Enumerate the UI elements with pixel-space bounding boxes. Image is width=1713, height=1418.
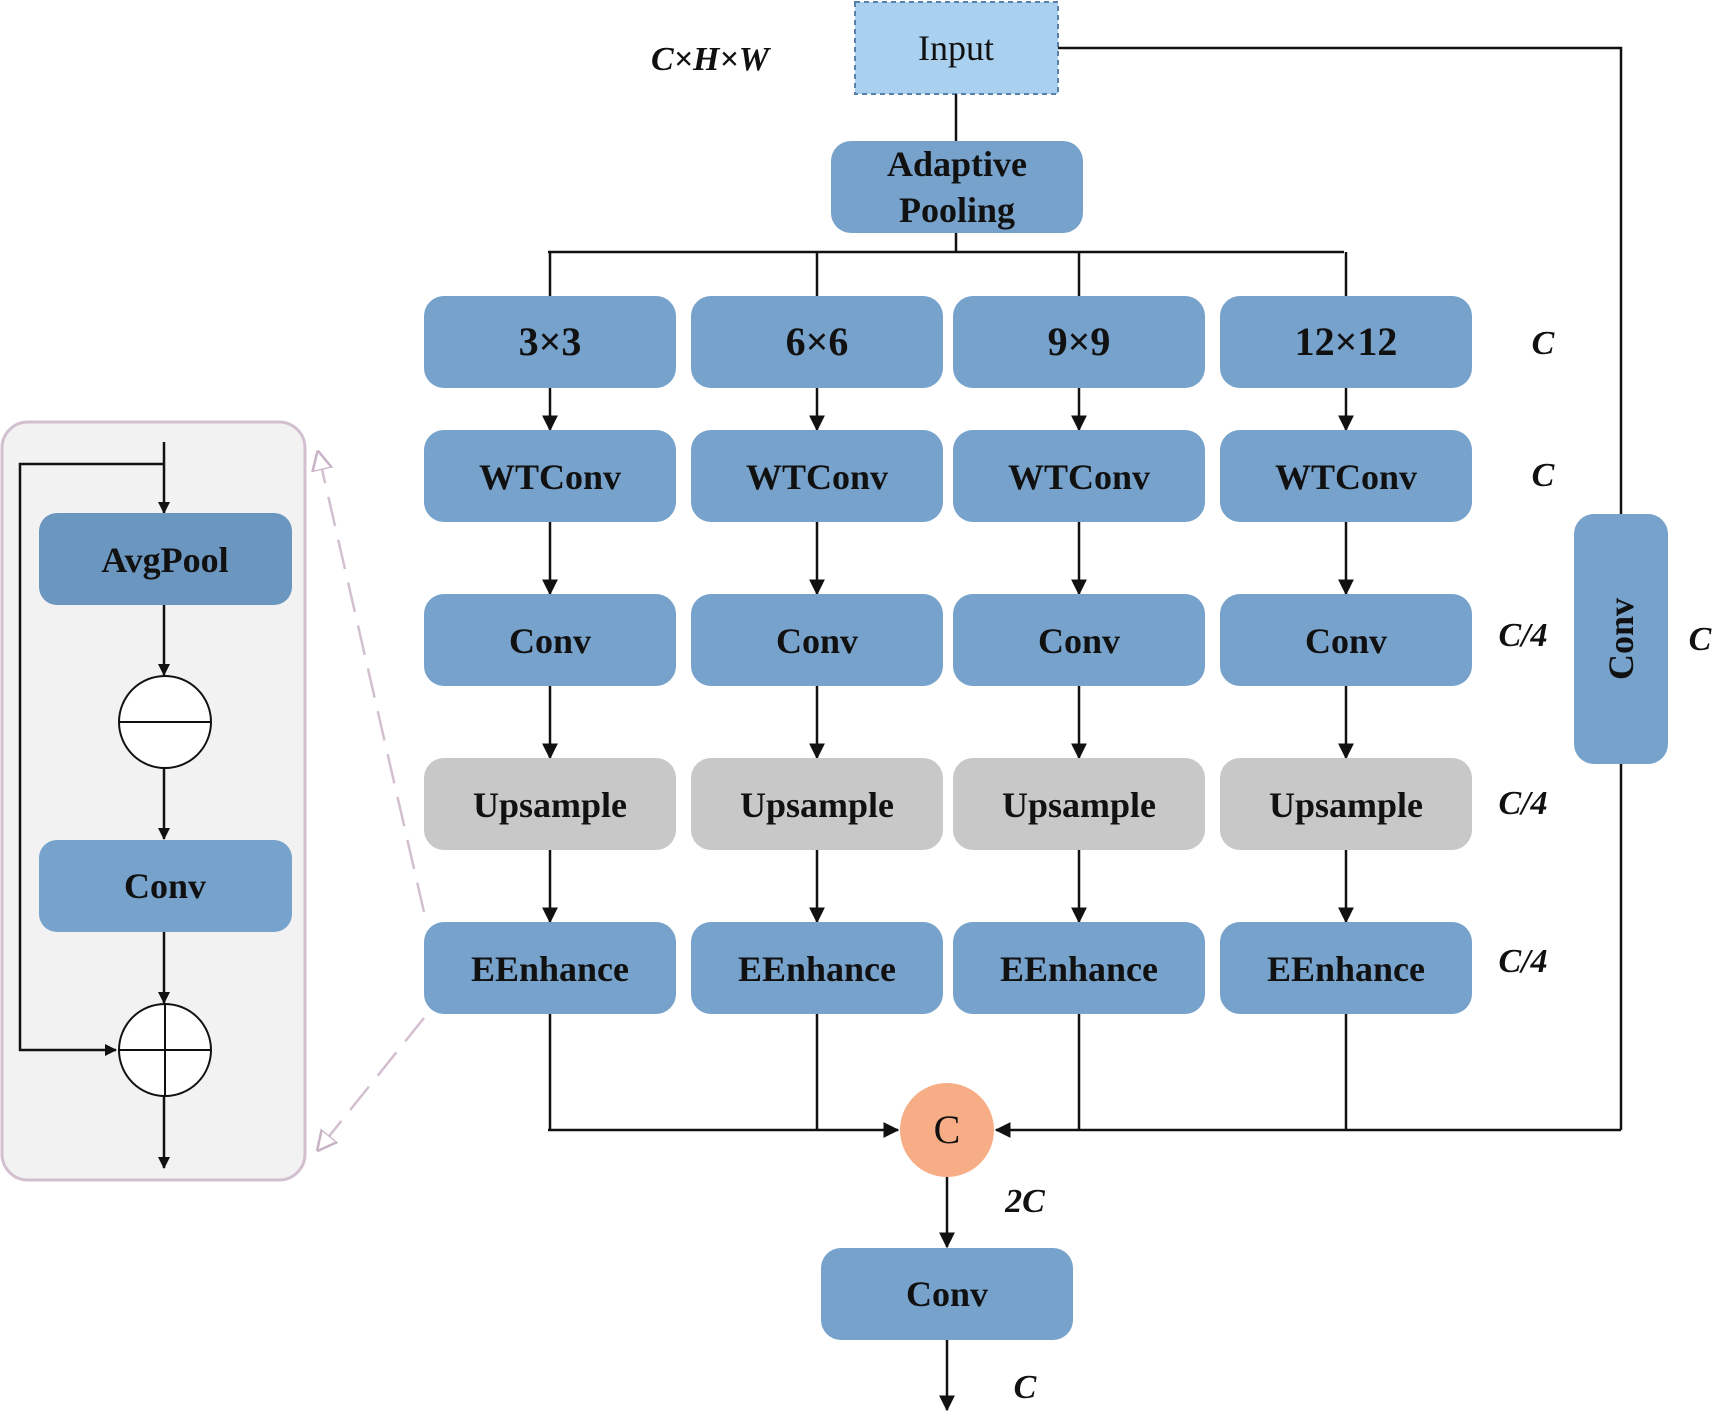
minus-circle-icon bbox=[118, 675, 212, 769]
detail-avgpool-label: AvgPool bbox=[101, 540, 228, 580]
branch-conv-label: Conv bbox=[1305, 621, 1387, 661]
branch-conv-block bbox=[1220, 594, 1472, 686]
output-dim-label: C bbox=[1014, 1369, 1037, 1406]
branch-scale-label: 9×9 bbox=[1048, 319, 1111, 364]
branch-wtconv-label: WTConv bbox=[1275, 457, 1417, 497]
branch-scale-label: 6×6 bbox=[786, 319, 849, 364]
branch-wtconv-label: WTConv bbox=[1008, 457, 1150, 497]
concat-label: C bbox=[934, 1107, 961, 1152]
adaptive-pooling-line2: Pooling bbox=[899, 190, 1015, 230]
branch-wtconv-label: WTConv bbox=[746, 457, 888, 497]
zoom-callout bbox=[318, 452, 426, 1150]
branch-scale-block bbox=[953, 296, 1205, 388]
branch-scale-block bbox=[1220, 296, 1472, 388]
branch-conv-block bbox=[953, 594, 1205, 686]
output-conv-label: Conv bbox=[906, 1274, 988, 1314]
branch-enhance-label: EEnhance bbox=[1000, 949, 1158, 989]
shortcut-line-top bbox=[1058, 46, 1623, 514]
branch-scale-label: 3×3 bbox=[519, 319, 582, 364]
branch-upsample-label: Upsample bbox=[1002, 785, 1156, 825]
branch-conv-block bbox=[424, 594, 676, 686]
branch-enhance-label: EEnhance bbox=[738, 949, 896, 989]
branch-conv-block bbox=[691, 594, 943, 686]
shortcut-conv-label: Conv bbox=[1601, 598, 1641, 680]
dim-label-conv: C/4 bbox=[1498, 617, 1547, 654]
branch-upsample-label: Upsample bbox=[473, 785, 627, 825]
branch-enhance-block bbox=[953, 922, 1205, 1014]
adaptive-pooling-line1: Adaptive bbox=[887, 144, 1027, 184]
branch-enhance-label: EEnhance bbox=[471, 949, 629, 989]
concat-node bbox=[900, 1083, 994, 1177]
branch-upsample-block bbox=[1220, 758, 1472, 850]
dim-label-wtconv: C bbox=[1532, 457, 1555, 494]
dim-label-upsample: C/4 bbox=[1498, 785, 1547, 822]
concat-dim-label: 2C bbox=[1004, 1183, 1045, 1220]
branch-conv-label: Conv bbox=[509, 621, 591, 661]
dim-label-scale: C bbox=[1532, 325, 1555, 362]
branch-conv-label: Conv bbox=[776, 621, 858, 661]
adaptive-pooling-block bbox=[831, 141, 1083, 233]
input-label: Input bbox=[918, 28, 994, 68]
detail-conv-label: Conv bbox=[124, 866, 206, 906]
branch-upsample-label: Upsample bbox=[740, 785, 894, 825]
branch-wtconv-block bbox=[691, 430, 943, 522]
branch-upsample-block bbox=[424, 758, 676, 850]
branch-scale-label: 12×12 bbox=[1295, 319, 1398, 364]
branch-upsample-label: Upsample bbox=[1269, 785, 1423, 825]
branch-enhance-block bbox=[691, 922, 943, 1014]
dim-label-enhance: C/4 bbox=[1498, 943, 1547, 980]
branch-wtconv-label: WTConv bbox=[479, 457, 621, 497]
branch-scale-block bbox=[691, 296, 943, 388]
enhance-detail-panel: AvgPool Conv bbox=[0, 420, 307, 1182]
branch-wtconv-block bbox=[424, 430, 676, 522]
output-conv-block bbox=[821, 1248, 1073, 1340]
branch-upsample-block bbox=[691, 758, 943, 850]
branch-enhance-label: EEnhance bbox=[1267, 949, 1425, 989]
branch-enhance-block bbox=[1220, 922, 1472, 1014]
plus-circle-icon bbox=[118, 1003, 212, 1097]
branch-upsample-block bbox=[953, 758, 1205, 850]
branch-scale-block bbox=[424, 296, 676, 388]
shortcut-dim-label: C bbox=[1689, 621, 1712, 658]
branch-wtconv-block bbox=[1220, 430, 1472, 522]
shortcut-conv-block bbox=[1574, 514, 1668, 764]
branch-conv-label: Conv bbox=[1038, 621, 1120, 661]
input-dims-label: C×H×W bbox=[651, 41, 772, 78]
branch-wtconv-block bbox=[953, 430, 1205, 522]
branch-enhance-block bbox=[424, 922, 676, 1014]
